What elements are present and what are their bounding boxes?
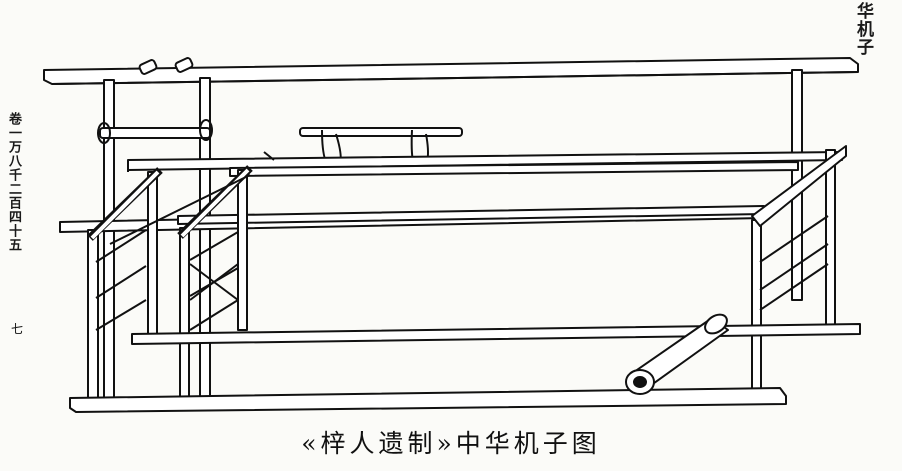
back-rail: [229, 161, 799, 177]
heddle-bar: [99, 127, 211, 139]
base-beam: [69, 387, 787, 413]
volume-label: 卷一万八千二百四十五: [6, 112, 21, 252]
loom-illustration: [43, 57, 861, 413]
vertical-title: 华机子: [853, 2, 873, 56]
top-peg: [174, 57, 194, 73]
page-number: 七: [11, 322, 24, 336]
suspended-rod: [299, 127, 463, 137]
top-beam: [43, 57, 859, 85]
figure-caption: «梓人遗制»中华机子图: [301, 429, 601, 458]
top-peg: [138, 59, 158, 75]
lower-rail: [131, 323, 861, 345]
